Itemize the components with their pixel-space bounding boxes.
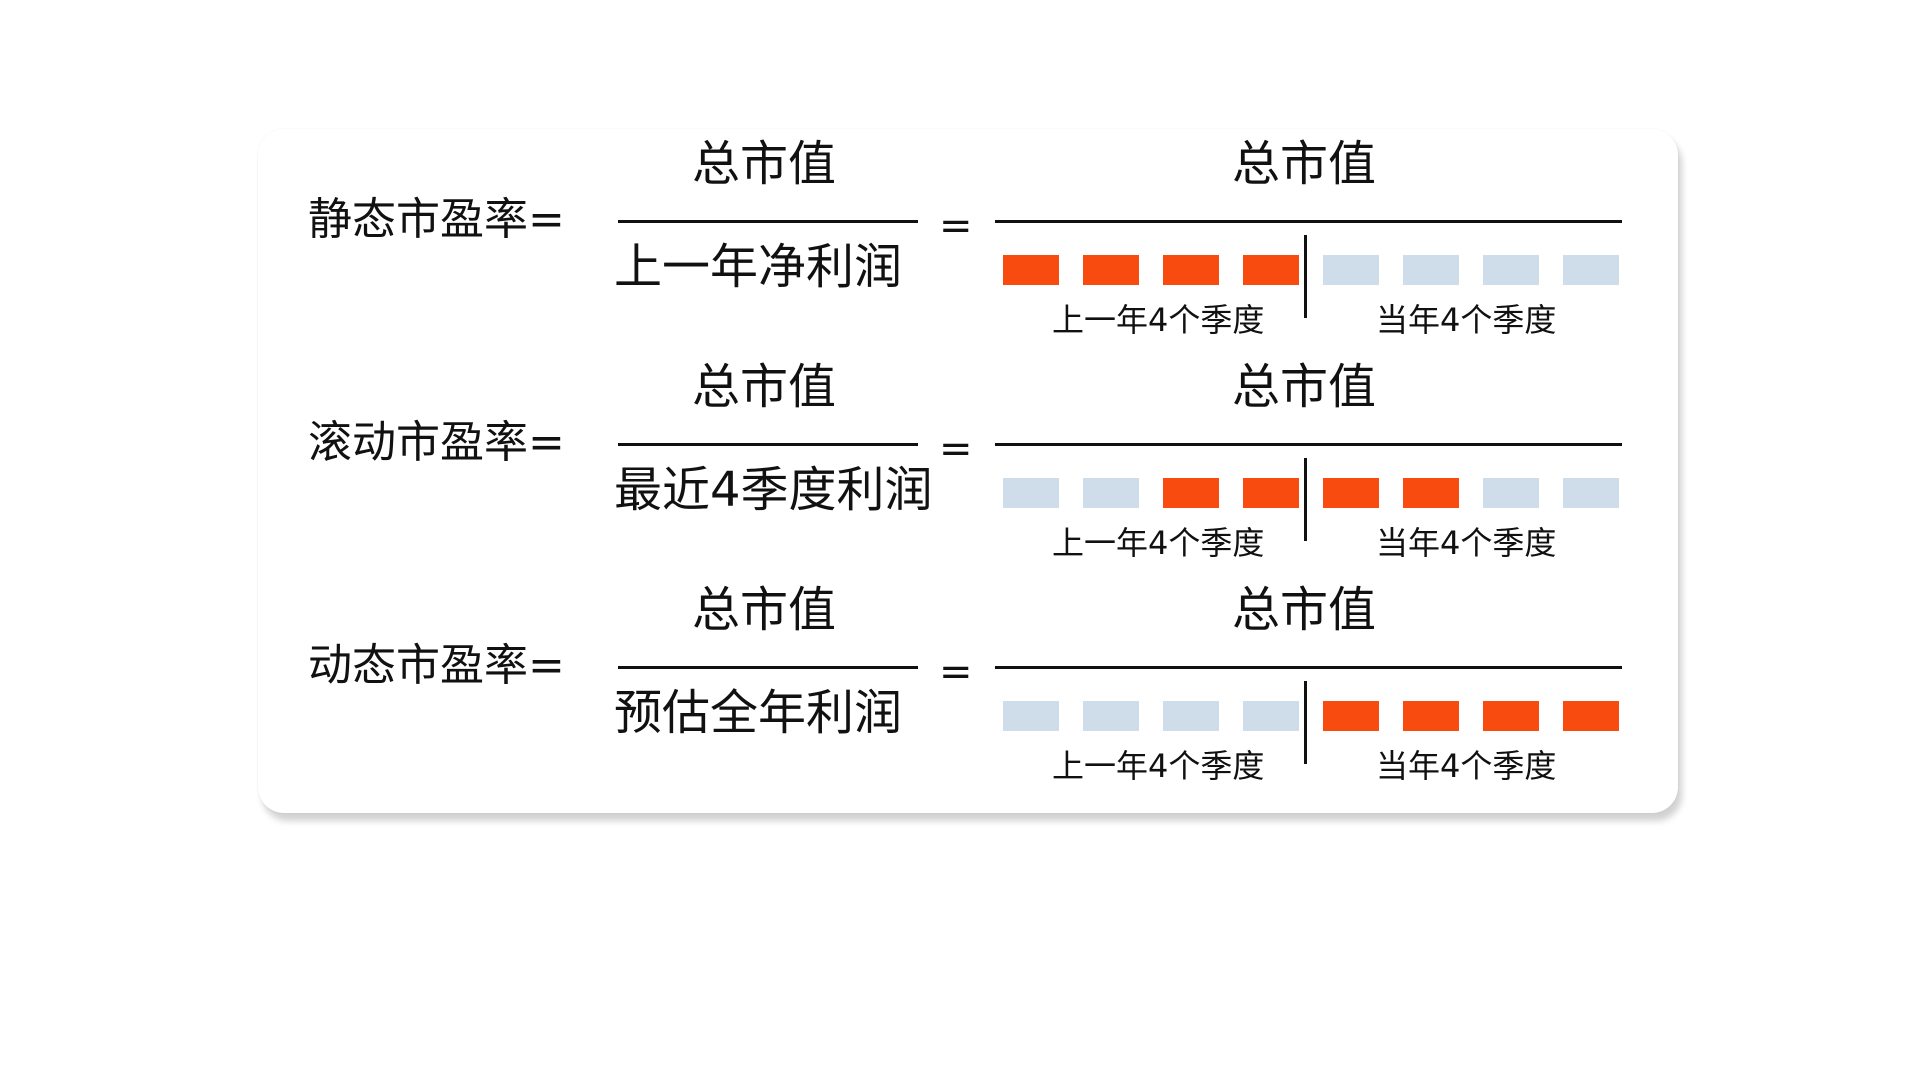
quarter-block-4: [1243, 701, 1299, 731]
curr-year-label: 当年4个季度: [1376, 524, 1557, 562]
equals-sign: =: [939, 203, 973, 249]
quarter-block-7: [1483, 255, 1539, 285]
quarter-block-3: [1163, 701, 1219, 731]
quarter-blocks: [1003, 701, 1619, 731]
year-divider: [1304, 458, 1307, 541]
curr-year-label: 当年4个季度: [1376, 747, 1557, 785]
quarter-block-3: [1163, 478, 1219, 508]
quarter-block-3: [1163, 255, 1219, 285]
numerator-left: 总市值: [691, 136, 836, 192]
quarter-block-4: [1243, 478, 1299, 508]
formula-row-rolling: 滚动市盈率= 总市值 最近4季度利润 = 总市值 上一年4个季度 当年4个季度: [0, 363, 1920, 588]
quarter-block-2: [1083, 701, 1139, 731]
formula-label: 滚动市盈率=: [308, 417, 565, 468]
formula-row-static: 静态市盈率= 总市值 上一年净利润 = 总市值 上一年4个季度 当年4个季度: [0, 140, 1920, 365]
quarter-block-6: [1403, 478, 1459, 508]
numerator-right: 总市值: [1231, 359, 1376, 415]
quarter-block-2: [1083, 255, 1139, 285]
denominator-left: 最近4季度利润: [614, 462, 933, 518]
quarter-block-1: [1003, 255, 1059, 285]
numerator-right: 总市值: [1231, 582, 1376, 638]
equals-sign: =: [939, 649, 973, 695]
quarter-block-8: [1563, 255, 1619, 285]
numerator-left: 总市值: [691, 582, 836, 638]
quarter-block-6: [1403, 255, 1459, 285]
curr-year-label: 当年4个季度: [1376, 301, 1557, 339]
quarter-block-5: [1323, 701, 1379, 731]
quarter-block-8: [1563, 478, 1619, 508]
prev-year-label: 上一年4个季度: [1052, 747, 1265, 785]
quarter-block-7: [1483, 478, 1539, 508]
quarter-block-4: [1243, 255, 1299, 285]
fraction-line-right: [995, 666, 1622, 669]
fraction-line-left: [618, 443, 918, 446]
numerator-left: 总市值: [691, 359, 836, 415]
quarter-blocks: [1003, 478, 1619, 508]
fraction-line-left: [618, 666, 918, 669]
quarter-block-1: [1003, 701, 1059, 731]
quarter-blocks: [1003, 255, 1619, 285]
quarter-block-1: [1003, 478, 1059, 508]
quarter-block-8: [1563, 701, 1619, 731]
fraction-line-right: [995, 220, 1622, 223]
equals-sign: =: [939, 426, 973, 472]
formula-label: 静态市盈率=: [308, 194, 565, 245]
formula-label: 动态市盈率=: [308, 640, 565, 691]
quarter-block-6: [1403, 701, 1459, 731]
formula-row-dynamic: 动态市盈率= 总市值 预估全年利润 = 总市值 上一年4个季度 当年4个季度: [0, 586, 1920, 811]
quarter-block-7: [1483, 701, 1539, 731]
denominator-left: 预估全年利润: [614, 685, 903, 741]
year-divider: [1304, 235, 1307, 318]
prev-year-label: 上一年4个季度: [1052, 301, 1265, 339]
fraction-line-right: [995, 443, 1622, 446]
fraction-line-left: [618, 220, 918, 223]
quarter-block-5: [1323, 255, 1379, 285]
quarter-block-5: [1323, 478, 1379, 508]
numerator-right: 总市值: [1231, 136, 1376, 192]
formula-card: [258, 129, 1678, 813]
quarter-block-2: [1083, 478, 1139, 508]
denominator-left: 上一年净利润: [614, 239, 903, 295]
prev-year-label: 上一年4个季度: [1052, 524, 1265, 562]
year-divider: [1304, 681, 1307, 764]
